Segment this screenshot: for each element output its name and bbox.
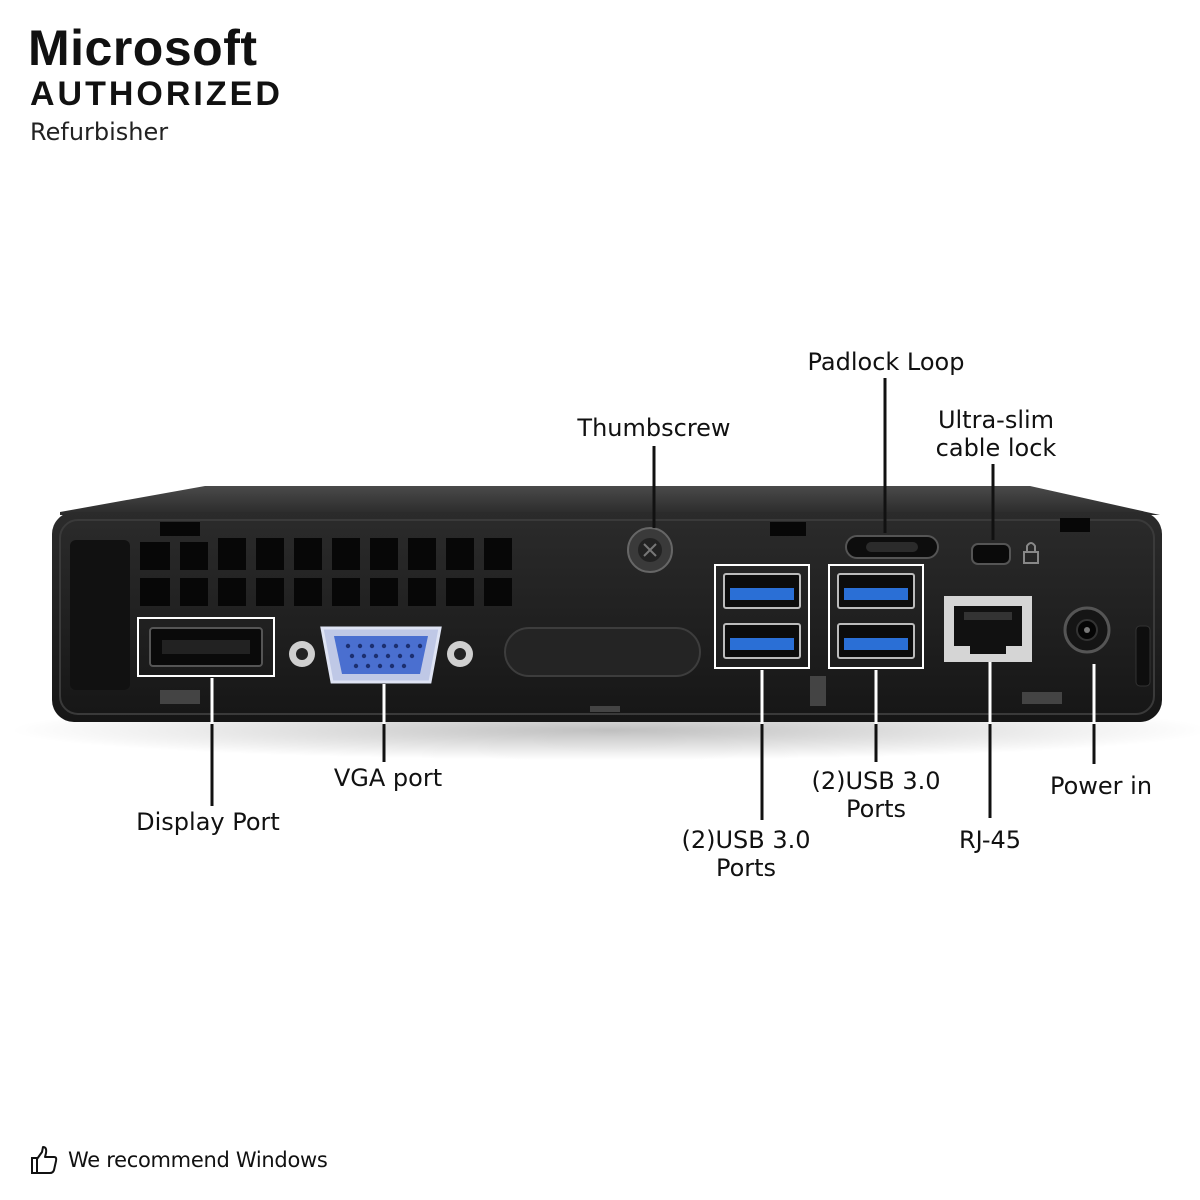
- label-usb-left-line1: (2)USB 3.0: [681, 826, 811, 854]
- usb-right-callout-box: [828, 564, 924, 669]
- right-edge-tab: [1135, 625, 1151, 687]
- logo-microsoft-text: Microsoft: [28, 20, 258, 76]
- usb-right-ports: [837, 573, 915, 659]
- label-vga-port: VGA port: [333, 764, 443, 792]
- label-rj45: RJ-45: [958, 826, 1022, 854]
- microsoft-authorized-refurbisher-logo: Microsoft AUTHORIZED Refurbisher: [28, 20, 283, 152]
- rj45-port: [944, 596, 1032, 662]
- thumbscrew: [627, 527, 673, 573]
- label-usb-left-line2: Ports: [715, 854, 777, 882]
- label-usb-right-line2: Ports: [845, 795, 907, 823]
- footer-recommend-windows: We recommend Windows: [28, 1144, 328, 1176]
- usb-left-ports: [723, 573, 801, 659]
- label-display-port: Display Port: [136, 808, 280, 836]
- label-ultra-slim-line2: cable lock: [935, 434, 1057, 462]
- ultra-slim-cable-lock-slot: [971, 543, 1011, 565]
- left-edge-slot: [70, 540, 130, 690]
- blank-port-cover: [504, 627, 701, 677]
- label-power-in: Power in: [1049, 772, 1153, 800]
- logo-refurbisher-text: Refurbisher: [30, 118, 169, 146]
- chassis-top: [60, 486, 1160, 515]
- label-padlock-loop: Padlock Loop: [807, 348, 965, 376]
- label-usb-left-ports: (2)USB 3.0 Ports: [676, 826, 816, 882]
- display-port-callout-box: [137, 617, 275, 677]
- label-ultra-slim-line1: Ultra-slim: [937, 406, 1055, 434]
- ventilation-grid: [140, 518, 1090, 606]
- power-in-jack: [1063, 606, 1111, 654]
- lock-glyph: [1023, 542, 1039, 564]
- logo-authorized-text: AUTHORIZED: [30, 75, 283, 113]
- footer-text: We recommend Windows: [68, 1148, 328, 1172]
- vga-port: [289, 626, 473, 684]
- callout-lines: [210, 378, 1096, 820]
- thumbs-up-icon: [31, 1146, 58, 1174]
- label-usb-right-ports: (2)USB 3.0 Ports: [806, 767, 946, 823]
- label-ultra-slim-cable-lock: Ultra-slim cable lock: [926, 406, 1066, 462]
- usb-left-callout-box: [714, 564, 810, 669]
- label-usb-right-line1: (2)USB 3.0: [811, 767, 941, 795]
- label-thumbscrew: Thumbscrew: [577, 414, 731, 442]
